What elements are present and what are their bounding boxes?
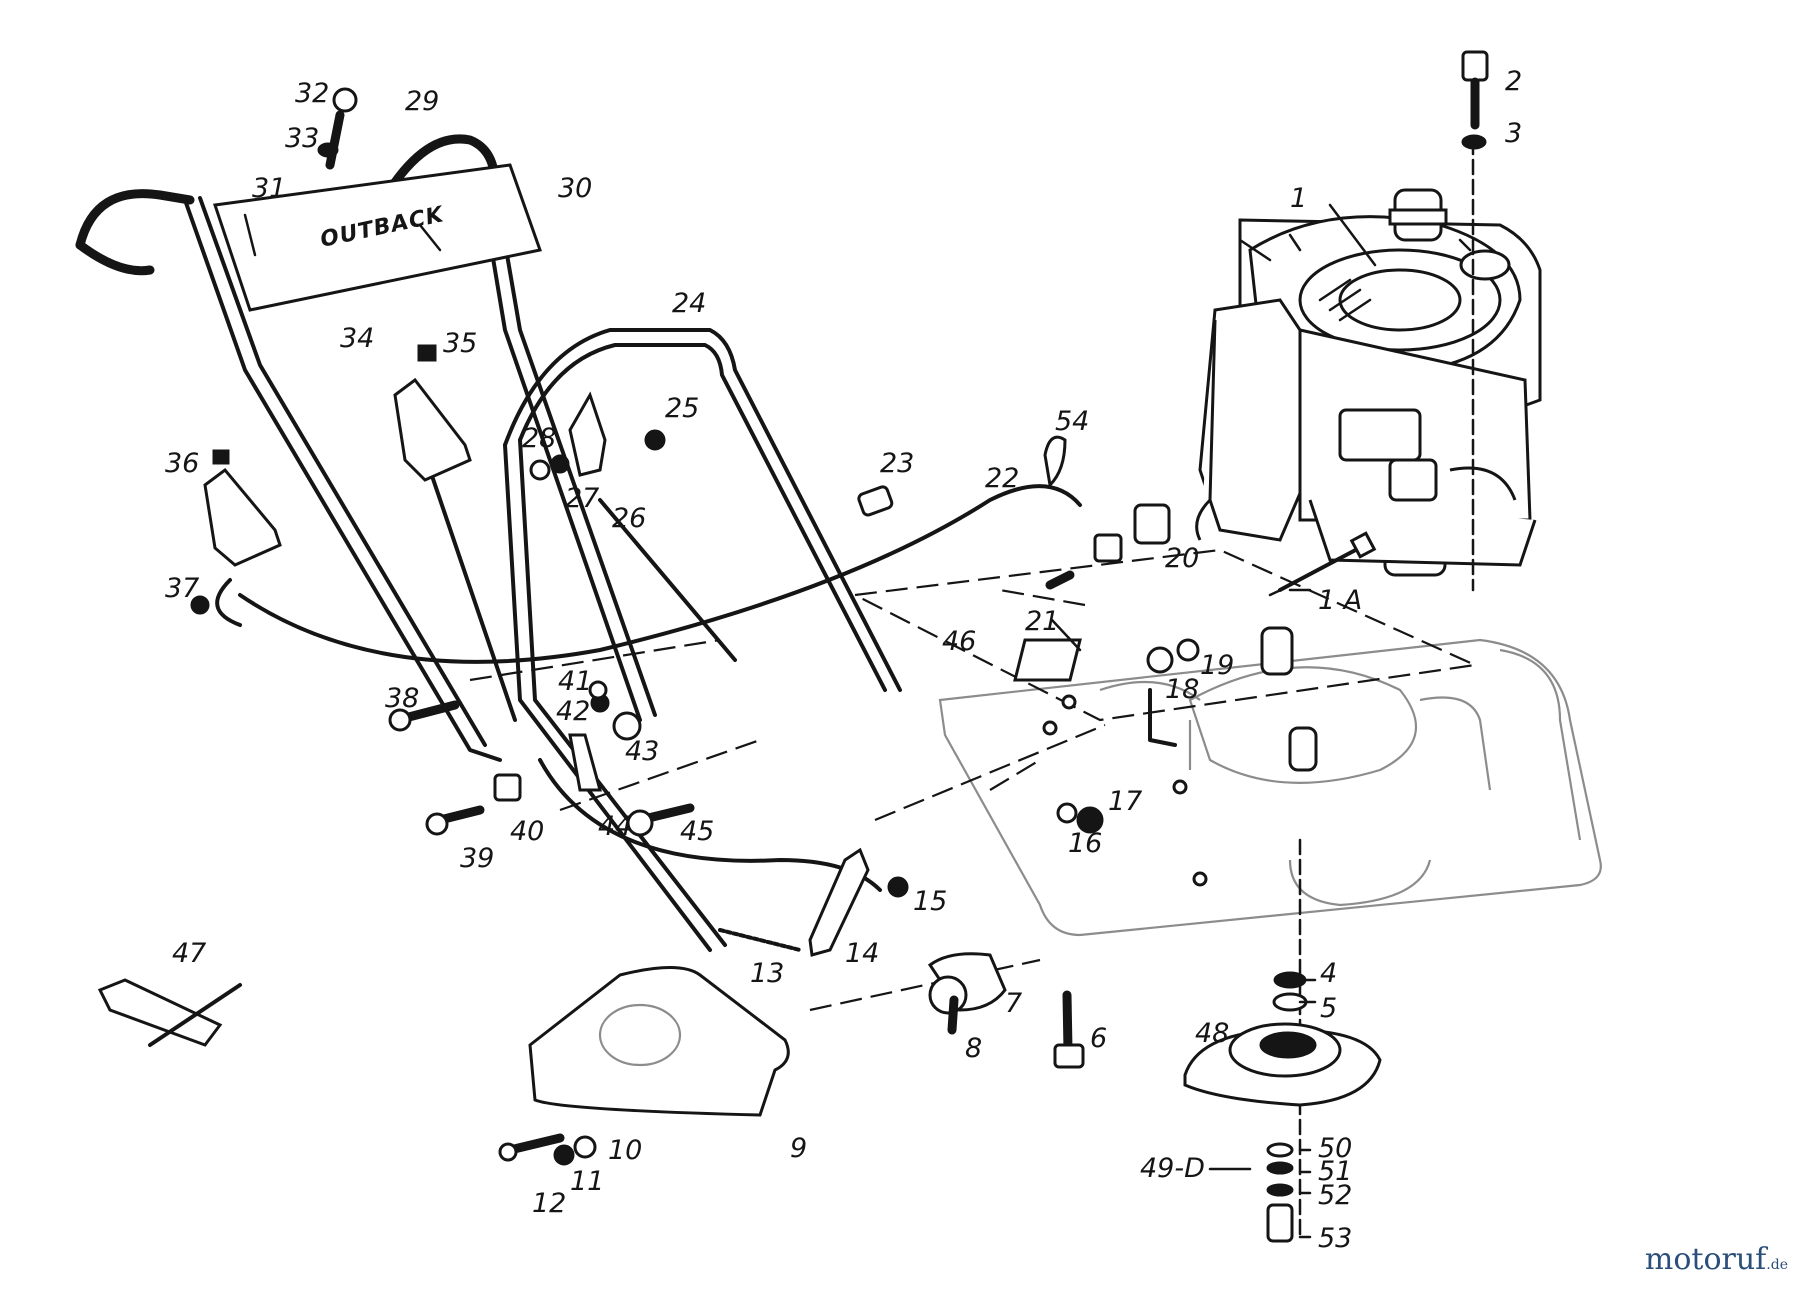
- callout-1a: 1 A: [1318, 585, 1363, 616]
- callout-34: 34: [340, 323, 375, 354]
- callout-45: 45: [680, 816, 715, 847]
- callout-40: 40: [510, 816, 545, 847]
- callout-39: 39: [460, 843, 495, 874]
- callout-7: 7: [1005, 988, 1023, 1019]
- callout-9: 9: [790, 1133, 808, 1164]
- callout-2: 2: [1505, 66, 1523, 97]
- watermark-name: motoruf: [1644, 1242, 1767, 1277]
- mower-deck: [938, 626, 1602, 937]
- engine-bolt: [1461, 50, 1489, 130]
- callout-37: 37: [165, 573, 200, 604]
- cover: [528, 966, 790, 1117]
- callout-22: 22: [985, 463, 1020, 494]
- callout-48: 48: [1195, 1018, 1230, 1049]
- engine-washer: [1461, 134, 1487, 150]
- callout-19: 19: [1200, 650, 1235, 681]
- callout-42: 42: [556, 696, 591, 727]
- callout-41: 41: [558, 666, 593, 697]
- callout-5: 5: [1320, 993, 1338, 1024]
- left-bracket: [203, 449, 282, 567]
- upper-handle: [75, 134, 657, 762]
- callout-36: 36: [165, 448, 200, 479]
- callout-25: 25: [665, 393, 700, 424]
- callout-31: 31: [252, 173, 287, 204]
- callout-30: 30: [558, 173, 593, 204]
- callout-29: 29: [405, 86, 440, 117]
- drive-rod: [428, 468, 517, 722]
- blade-hub: [1183, 971, 1382, 1243]
- cover-fasteners: [498, 1133, 597, 1166]
- callout-32: 32: [295, 78, 330, 109]
- callout-3: 3: [1505, 118, 1523, 149]
- leader-lines: [243, 203, 1377, 1239]
- callout-49-d: 49-D: [1140, 1153, 1205, 1184]
- callout-52: 52: [1318, 1180, 1353, 1211]
- callout-28: 28: [522, 423, 557, 454]
- callout-24: 24: [672, 288, 707, 319]
- callout-11: 11: [570, 1166, 605, 1197]
- callout-33: 33: [285, 123, 320, 154]
- callout-44: 44: [598, 811, 633, 842]
- engine: [1195, 188, 1542, 577]
- callout-15: 15: [913, 886, 948, 917]
- callout-27: 27: [565, 483, 600, 514]
- callout-6: 6: [1090, 1023, 1108, 1054]
- drive-gear: [927, 952, 1085, 1069]
- callout-4: 4: [1320, 958, 1338, 989]
- callout-21: 21: [1025, 606, 1060, 637]
- lower-handle: [503, 328, 902, 952]
- callout-12: 12: [532, 1188, 567, 1219]
- right-bracket: [393, 344, 472, 482]
- callout-35: 35: [443, 328, 478, 359]
- callout-10: 10: [608, 1135, 643, 1166]
- callout-20: 20: [1165, 543, 1200, 574]
- callout-43: 43: [625, 736, 660, 767]
- throttle-rod: [598, 498, 737, 662]
- watermark: motoruf.de: [1645, 1242, 1788, 1277]
- callout-17: 17: [1108, 786, 1143, 817]
- tool: [97, 978, 242, 1047]
- watermark-tld: .de: [1766, 1257, 1788, 1273]
- callout-53: 53: [1318, 1223, 1353, 1254]
- callout-50: 50: [1318, 1133, 1353, 1164]
- callout-51: 51: [1318, 1156, 1353, 1187]
- callout-8: 8: [965, 1033, 983, 1064]
- callout-26: 26: [612, 503, 647, 534]
- callout-54: 54: [1055, 406, 1090, 437]
- callout-23: 23: [880, 448, 915, 479]
- crankshaft-pin: [1268, 531, 1377, 597]
- callout-13: 13: [750, 958, 785, 989]
- small-parts: [190, 87, 1200, 837]
- callout-46: 46: [942, 626, 977, 657]
- callout-1: 1: [1290, 183, 1308, 214]
- callout-47: 47: [172, 938, 207, 969]
- callout-38: 38: [385, 683, 420, 714]
- callout-18: 18: [1165, 674, 1200, 705]
- callout-16: 16: [1068, 828, 1103, 859]
- callout-14: 14: [845, 938, 880, 969]
- throttle-lever: [718, 847, 909, 957]
